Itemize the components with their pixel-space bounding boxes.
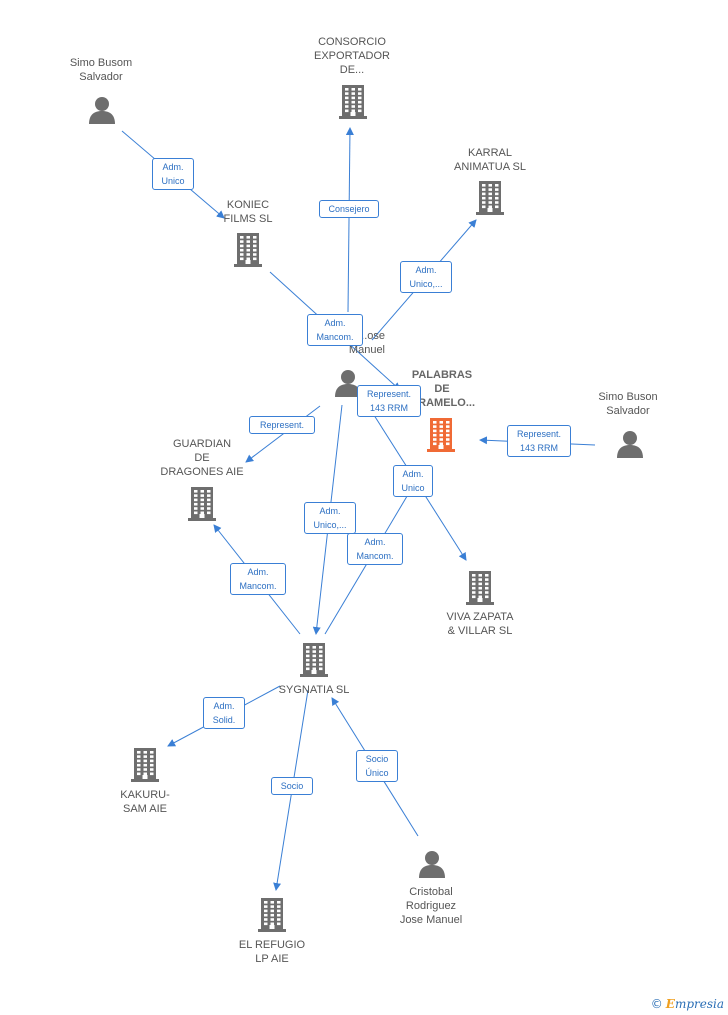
- building-icon: [475, 181, 505, 219]
- person-icon: [616, 430, 644, 462]
- node-simo-busom[interactable]: Simo Busom Salvador: [51, 56, 151, 124]
- node-kakuru[interactable]: KAKURU- SAM AIE: [95, 748, 195, 816]
- node-cristobal[interactable]: Cristobal Rodriguez Jose Manuel: [381, 850, 481, 927]
- node-consorcio[interactable]: CONSORCIO EXPORTADOR DE...: [302, 35, 402, 119]
- relation-tag[interactable]: Socio Único: [356, 750, 398, 782]
- building-icon: [233, 233, 263, 271]
- relation-tag[interactable]: Represent. 143 RRM: [507, 425, 571, 457]
- node-sygnatia[interactable]: SYGNATIA SL: [264, 643, 364, 697]
- building-icon: [465, 571, 495, 609]
- brand-name: mpresia: [674, 997, 724, 1011]
- node-palabras[interactable]: PALABRAS DE ...RAMELO...: [392, 368, 492, 452]
- relation-tag[interactable]: Adm. Unico,...: [304, 502, 356, 534]
- node-karral[interactable]: KARRAL ANIMATUA SL: [440, 146, 540, 215]
- node-guardian[interactable]: GUARDIAN DE DRAGONES AIE: [152, 437, 252, 521]
- relation-tag[interactable]: Adm. Solid.: [203, 697, 245, 729]
- node-label: CONSORCIO EXPORTADOR DE...: [314, 36, 390, 76]
- node-label: PALABRAS DE ...RAMELO...: [409, 369, 475, 409]
- node-jose-manuel[interactable]: ...ose Manuel: [315, 329, 385, 397]
- building-icon: [187, 487, 217, 525]
- person-icon: [334, 369, 362, 401]
- node-label: VIVA ZAPATA & VILLAR SL: [446, 611, 514, 637]
- person-icon: [418, 850, 446, 882]
- node-koniec[interactable]: KONIEC FILMS SL: [198, 198, 298, 267]
- node-label: SYGNATIA SL: [278, 684, 350, 696]
- relation-tag[interactable]: Adm. Unico: [152, 158, 194, 190]
- relation-tag[interactable]: Socio: [271, 777, 313, 795]
- node-label: EL REFUGIO LP AIE: [238, 939, 306, 965]
- node-simo-buson[interactable]: Simo Buson Salvador: [578, 390, 678, 458]
- node-label: KARRAL ANIMATUA SL: [454, 147, 526, 173]
- building-icon: [257, 898, 287, 936]
- relation-tag[interactable]: Represent.: [249, 416, 315, 434]
- copyright-icon: ©: [650, 997, 663, 1011]
- node-viva-zapata[interactable]: VIVA ZAPATA & VILLAR SL: [430, 571, 530, 638]
- building-icon: [299, 643, 329, 681]
- person-icon: [88, 96, 116, 128]
- node-label: KAKURU- SAM AIE: [120, 789, 170, 815]
- relation-tag[interactable]: Adm. Mancom.: [307, 314, 363, 346]
- relation-tag[interactable]: Adm. Mancom.: [230, 563, 286, 595]
- relation-tag[interactable]: Represent. 143 RRM: [357, 385, 421, 417]
- brand-initial: E: [665, 997, 675, 1011]
- edge-jose-consorcio: [345, 127, 354, 313]
- building-icon: [130, 748, 160, 786]
- edge-jose-guardian: [245, 405, 321, 463]
- relation-tag[interactable]: Adm. Unico: [393, 465, 433, 497]
- node-el-refugio[interactable]: EL REFUGIO LP AIE: [222, 898, 322, 966]
- node-label: Cristobal Rodriguez Jose Manuel: [399, 886, 463, 926]
- relation-tag[interactable]: Adm. Mancom.: [347, 533, 403, 565]
- brand-logo: ©Empresia: [651, 997, 724, 1011]
- node-label: Simo Busom Salvador: [69, 57, 133, 83]
- node-label: KONIEC FILMS SL: [223, 199, 273, 225]
- relation-tag[interactable]: Adm. Unico,...: [400, 261, 452, 293]
- building-icon: [338, 85, 368, 123]
- node-label: ...ose Manuel: [348, 330, 385, 356]
- node-label: GUARDIAN DE DRAGONES AIE: [160, 438, 244, 478]
- building-icon: [426, 418, 456, 456]
- relation-tag[interactable]: Consejero: [319, 200, 379, 218]
- node-label: Simo Buson Salvador: [598, 391, 658, 417]
